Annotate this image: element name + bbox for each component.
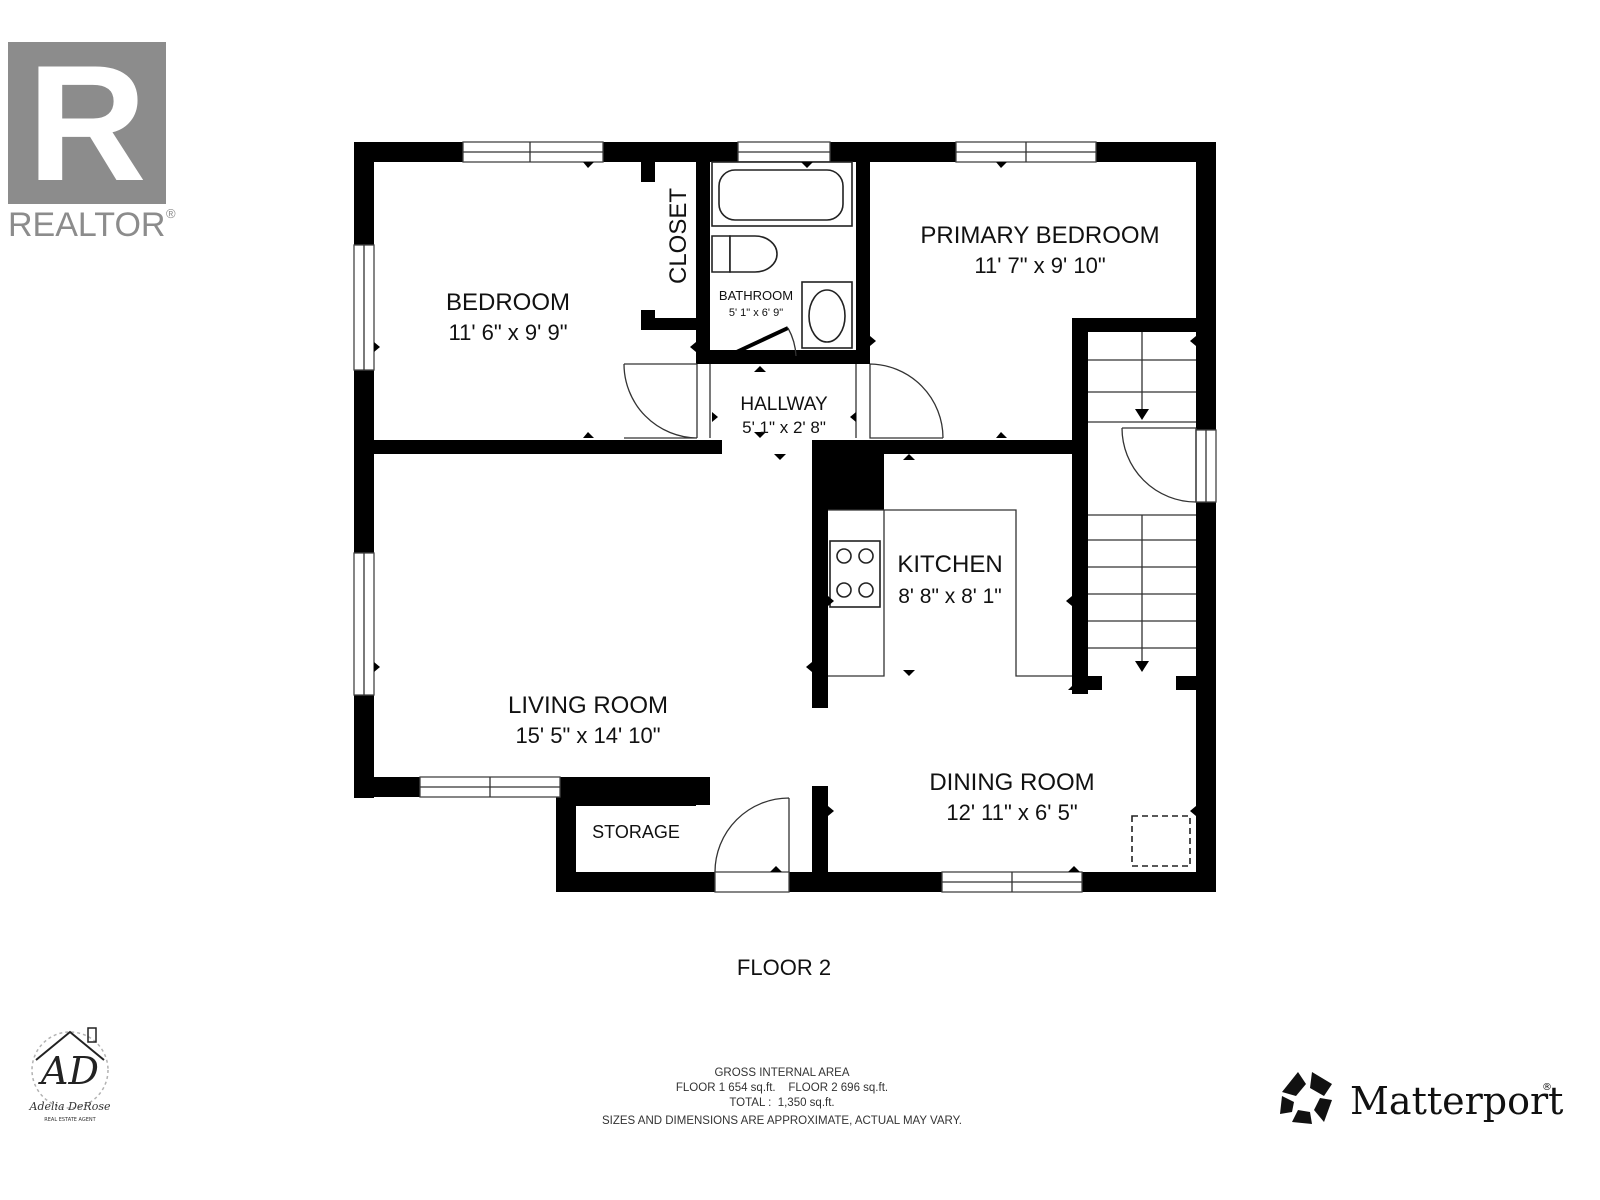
- bathroom-fixtures: [711, 161, 853, 349]
- bathroom-dims: 5' 1" x 6' 9": [729, 307, 783, 319]
- bathroom-name: BATHROOM: [719, 288, 793, 303]
- agent-subtitle: REAL ESTATE AGENT: [44, 1117, 96, 1123]
- area-info: GROSS INTERNAL AREA FLOOR 1 654 sq.ft. F…: [602, 1067, 962, 1127]
- matterport-text: Matterport: [1350, 1079, 1563, 1123]
- kitchen-name: KITCHEN: [897, 551, 1002, 578]
- kitchen-dims: 8' 8" x 8' 1": [898, 585, 1001, 608]
- area-total: TOTAL : 1,350 sq.ft.: [729, 1097, 834, 1109]
- dining-room-dims: 12' 11" x 6' 5": [946, 800, 1077, 825]
- realtor-logo-text: REALTOR: [8, 206, 165, 244]
- hallway-dims: 5' 1" x 2' 8": [742, 418, 826, 437]
- living-room-name: LIVING ROOM: [508, 692, 668, 719]
- bedroom-name: BEDROOM: [446, 289, 570, 316]
- realtor-logo: R REALTOR ®: [8, 31, 176, 244]
- primary-bedroom-name: PRIMARY BEDROOM: [920, 222, 1159, 249]
- area-title: GROSS INTERNAL AREA: [714, 1067, 849, 1079]
- matterport-logo: Matterport ®: [1280, 1072, 1563, 1124]
- dining-room-name: DINING ROOM: [929, 769, 1094, 796]
- bedroom-dims: 11' 6" x 9' 9": [448, 320, 567, 345]
- primary-bedroom-dims: 11' 7" x 9' 10": [974, 253, 1105, 278]
- doors: [623, 326, 1197, 873]
- agent-initials: AD: [38, 1049, 99, 1093]
- agent-logo: AD Adelia DeRose REAL ESTATE AGENT: [29, 1027, 111, 1123]
- interior-walls: [374, 162, 1216, 878]
- dimension-markers: [374, 162, 1196, 872]
- stairs: [1088, 332, 1196, 672]
- floor-label: FLOOR 2: [737, 955, 831, 980]
- area-floors: FLOOR 1 654 sq.ft. FLOOR 2 696 sq.ft.: [676, 1082, 888, 1094]
- kitchen-fixtures: [828, 509, 1072, 677]
- matterport-icon: [1280, 1072, 1332, 1124]
- realtor-logo-registered: ®: [166, 206, 176, 221]
- closet-name: CLOSET: [665, 188, 692, 284]
- area-disclaimer: SIZES AND DIMENSIONS ARE APPROXIMATE, AC…: [602, 1115, 962, 1127]
- matterport-registered: ®: [1542, 1082, 1552, 1093]
- living-room-dims: 15' 5" x 14' 10": [515, 723, 660, 748]
- attic-hatch: [1131, 815, 1191, 867]
- realtor-logo-letter: R: [27, 31, 146, 215]
- hallway-name: HALLWAY: [740, 394, 828, 415]
- windows: [353, 141, 1217, 893]
- agent-signature: Adelia DeRose: [29, 1100, 111, 1113]
- storage-name: STORAGE: [592, 822, 680, 842]
- room-labels: BEDROOM 11' 6" x 9' 9" CLOSET BATHROOM 5…: [446, 188, 1160, 842]
